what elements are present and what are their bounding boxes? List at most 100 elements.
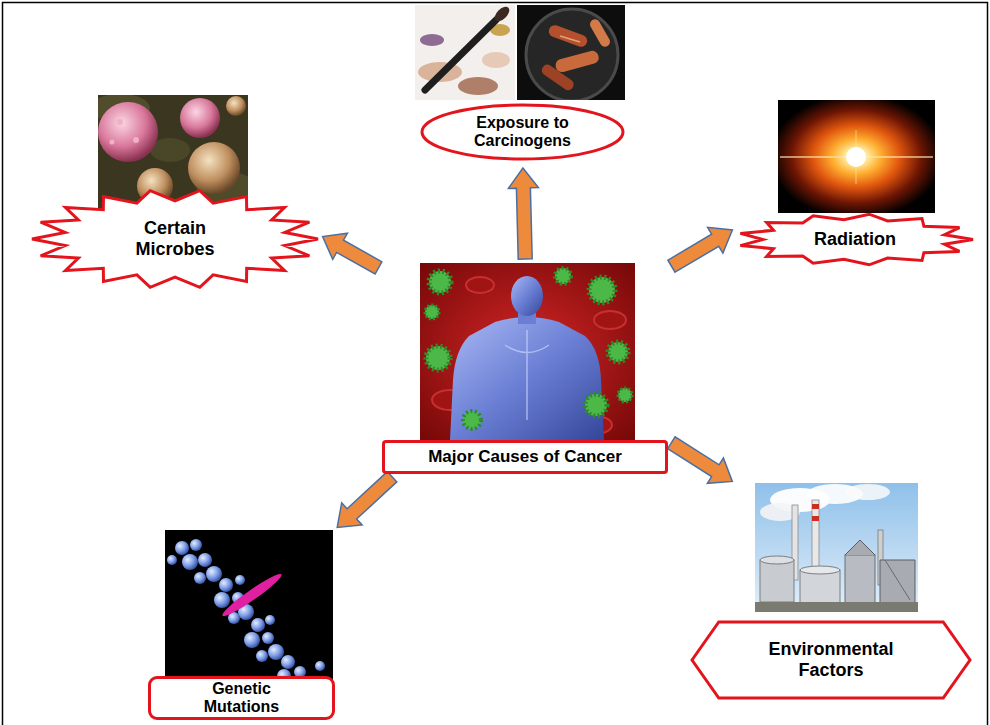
cosmetics-picture [458, 77, 498, 95]
block-arrow [508, 168, 538, 259]
block-arrow [323, 233, 382, 274]
cause-label: Certain Microbes [120, 218, 230, 259]
factory-picture [845, 555, 875, 605]
microbe-picture [98, 102, 158, 162]
text-group: Major Causes of Cancer [428, 447, 622, 467]
body-virus-picture [429, 271, 451, 293]
body-virus-picture [450, 317, 604, 440]
fried-food-picture [526, 9, 618, 100]
body-virus-picture [589, 277, 615, 303]
cause-label: Radiation [814, 229, 896, 250]
cosmetics-picture [482, 52, 510, 68]
factory-picture [755, 483, 918, 612]
dna-picture [206, 566, 222, 582]
factory-picture [800, 566, 840, 574]
body-virus-picture [466, 277, 494, 293]
cause-node: Certain Microbes [30, 95, 320, 290]
factory-picture [846, 484, 890, 500]
dna-picture [262, 632, 274, 644]
microbe-picture [180, 98, 220, 138]
cause-starburst: Certain Microbes [30, 188, 320, 290]
dna-picture [219, 578, 233, 592]
factory-picture [845, 540, 915, 605]
title-box: Major Causes of Cancer [382, 440, 668, 474]
factory-picture [812, 516, 819, 521]
microbe-picture [226, 96, 246, 116]
cause-node: Major Causes of Cancer [382, 263, 668, 474]
body-virus-picture [555, 268, 571, 284]
factory-picture [800, 570, 840, 604]
fried-food-picture [517, 5, 625, 100]
dna-picture [235, 575, 245, 585]
dna-picture [315, 661, 325, 671]
microbe-picture [98, 95, 248, 210]
text-group: Certain Microbes [120, 218, 230, 259]
factory-picture [760, 560, 794, 602]
cause-node: Exposure to Carcinogens [415, 5, 625, 165]
dna-picture [268, 644, 284, 660]
block-arrow [668, 227, 733, 272]
fried-food-picture [517, 5, 625, 100]
radiation-picture [778, 100, 935, 213]
dna-picture [182, 554, 198, 570]
microbe-picture [188, 142, 240, 194]
radiation-picture [846, 147, 866, 167]
text-group: Radiation [814, 229, 896, 250]
cause-label: Major Causes of Cancer [428, 447, 622, 467]
cause-ellipse: Exposure to Carcinogens [420, 103, 625, 161]
body-virus-picture [585, 394, 607, 416]
dna-picture [194, 572, 206, 584]
dna-picture [251, 618, 265, 632]
cause-node: Radiation [735, 100, 975, 267]
dna-picture [167, 555, 177, 565]
body-virus-picture [511, 276, 543, 316]
microbe-picture [110, 140, 115, 145]
body-virus-picture [608, 342, 628, 362]
microbe-picture [117, 119, 123, 125]
factory-picture [755, 602, 918, 612]
body-virus-picture [594, 311, 626, 329]
frame [3, 3, 988, 725]
cosmetics-picture [420, 34, 444, 46]
factory-picture [755, 483, 918, 612]
fried-food-picture [588, 18, 612, 49]
cause-label: Genetic Mutations [187, 680, 297, 717]
body-virus-picture [426, 346, 450, 370]
cosmetics-picture [415, 5, 515, 100]
fried-food-picture [554, 50, 600, 74]
cause-label: Environmental Factors [756, 639, 906, 680]
cause-ellipse-line [422, 105, 623, 159]
dna-picture [244, 632, 260, 648]
cause-starburst-line [32, 191, 318, 288]
dna-picture [214, 592, 230, 608]
body-virus-picture [420, 263, 635, 440]
body-virus-picture [420, 263, 635, 440]
factory-picture [885, 560, 910, 600]
text-group: Genetic Mutations [187, 680, 297, 717]
body-virus-picture [425, 305, 439, 319]
radiation-picture [778, 100, 935, 213]
dna-picture [281, 655, 295, 669]
cause-starburst: Radiation [735, 212, 975, 267]
dna-picture [220, 570, 285, 619]
cause-box: Genetic Mutations [148, 676, 335, 721]
cause-starburst-line [740, 214, 973, 265]
cosmetics-picture [492, 5, 512, 24]
cause-hexagon: Environmental Factors [690, 620, 972, 700]
dna-picture [165, 530, 333, 688]
factory-picture [760, 556, 794, 564]
cause-hexagon-line [692, 622, 970, 698]
microbe-picture [133, 137, 139, 143]
dna-picture [165, 530, 333, 688]
dna-picture [256, 650, 268, 662]
radiation-picture [778, 100, 935, 213]
factory-picture [812, 504, 819, 509]
cause-node: Environmental Factors [690, 483, 972, 700]
body-virus-picture [618, 388, 632, 402]
cause-label: Exposure to Carcinogens [458, 114, 588, 151]
text-group: Exposure to Carcinogens [458, 114, 588, 151]
block-arrow [337, 472, 397, 528]
fried-food-picture [560, 36, 580, 42]
